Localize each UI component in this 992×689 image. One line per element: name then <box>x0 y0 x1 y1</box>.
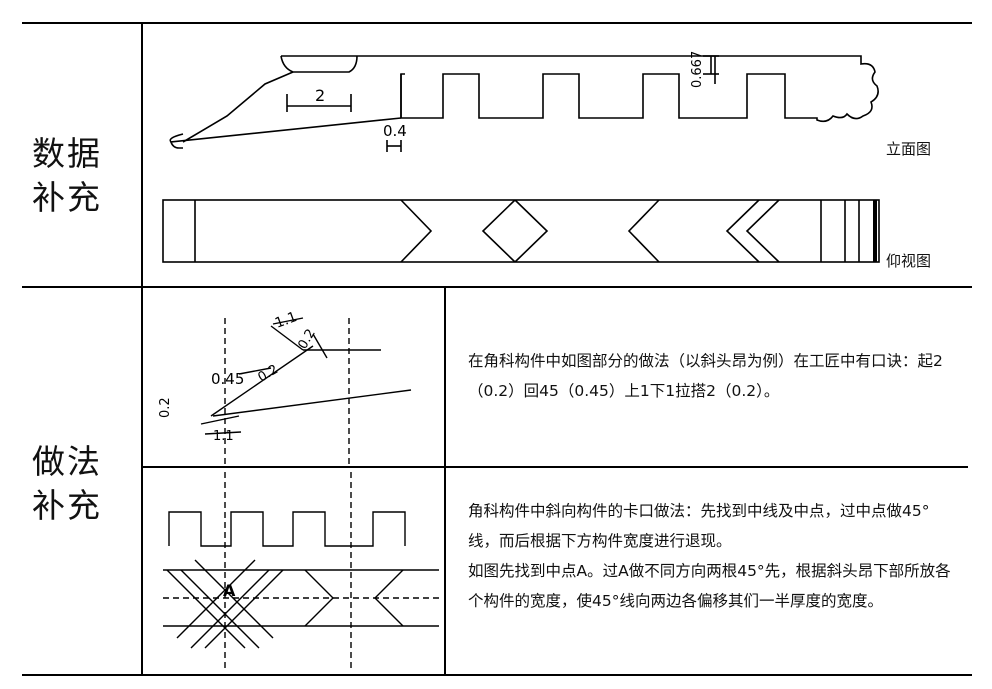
paragraph-notch-method: 角科构件中斜向构件的卡口做法：先找到中线及中点，过中点做45°线，而后根据下方构… <box>468 502 930 550</box>
dim-02c-label: 0.2 <box>158 397 173 418</box>
section-label-method-line2: 补充 <box>32 486 102 525</box>
elevation-and-bottom-view-drawing: 2 0.4 0.667 <box>162 51 880 263</box>
bottom-view-chevron-5 <box>725 199 760 263</box>
paragraph-point-a: 如图先找到中点A。过A做不同方向两根45°先，根据斜头昂下部所放各个构件的宽度，… <box>468 562 951 610</box>
bottom-view-chevron-3 <box>514 199 549 263</box>
notch-chevron-1 <box>304 569 334 627</box>
dim-02b-label: 0.2 <box>256 362 281 385</box>
drawing-column-rule <box>444 286 446 676</box>
table-inner-rule <box>142 466 968 468</box>
notch-chevron-2 <box>374 569 404 627</box>
dim-0667-label: 0.667 <box>690 51 705 88</box>
notch-method-drawing: A <box>163 472 439 672</box>
dim-11-label: 1.1 <box>273 309 299 332</box>
elevation-head-block <box>280 55 358 73</box>
dim-02a-label: 0.2 <box>295 327 318 352</box>
dim-2-label: 2 <box>315 86 325 105</box>
bottom-view-chevron-1 <box>400 199 433 263</box>
angle-method-drawing: 1.1 0.45 0.2 0.2 0.2 1.1 <box>158 309 412 464</box>
bottom-view-chevron-2 <box>481 199 516 263</box>
elevation-outline <box>281 55 879 123</box>
bottom-view-outline <box>162 199 880 263</box>
method-text-2: 角科构件中斜向构件的卡口做法：先找到中线及中点，过中点做45°线，而后根据下方构… <box>468 496 954 616</box>
section-label-method-line1: 做法 <box>32 442 102 481</box>
elevation-label: 立面图 <box>886 140 932 158</box>
section-label-data-line2: 补充 <box>32 178 102 217</box>
section-label-method: 做法 补充 <box>32 440 102 528</box>
point-a-label: A <box>223 581 236 600</box>
table-bottom-rule <box>22 674 972 676</box>
section-label-data: 数据 补充 <box>32 132 102 220</box>
notch-upper-profile <box>168 511 406 547</box>
dim-045-label: 0.45 <box>211 370 244 388</box>
method-text-1: 在角科构件中如图部分的做法（以斜头昂为例）在工匠中有口诀：起2（0.2）回45（… <box>468 346 954 406</box>
dim-04-label: 0.4 <box>383 122 407 140</box>
section-label-data-line1: 数据 <box>32 134 102 173</box>
dim-11b-label: 1.1 <box>213 429 234 444</box>
elevation-left-curve <box>169 133 184 143</box>
bottom-view-label: 仰视图 <box>886 252 932 270</box>
elevation-upper-slope <box>182 71 294 143</box>
paragraph-rhyme: 在角科构件中如图部分的做法（以斜头昂为例）在工匠中有口诀：起2（0.2）回45（… <box>468 352 943 400</box>
table-mid-rule <box>22 286 972 288</box>
bottom-view-chevron-4 <box>627 199 660 263</box>
bottom-view-chevron-6 <box>745 199 780 263</box>
label-column-rule <box>141 22 143 676</box>
table-top-rule <box>22 22 972 24</box>
elevation-lower-slope <box>169 117 402 149</box>
